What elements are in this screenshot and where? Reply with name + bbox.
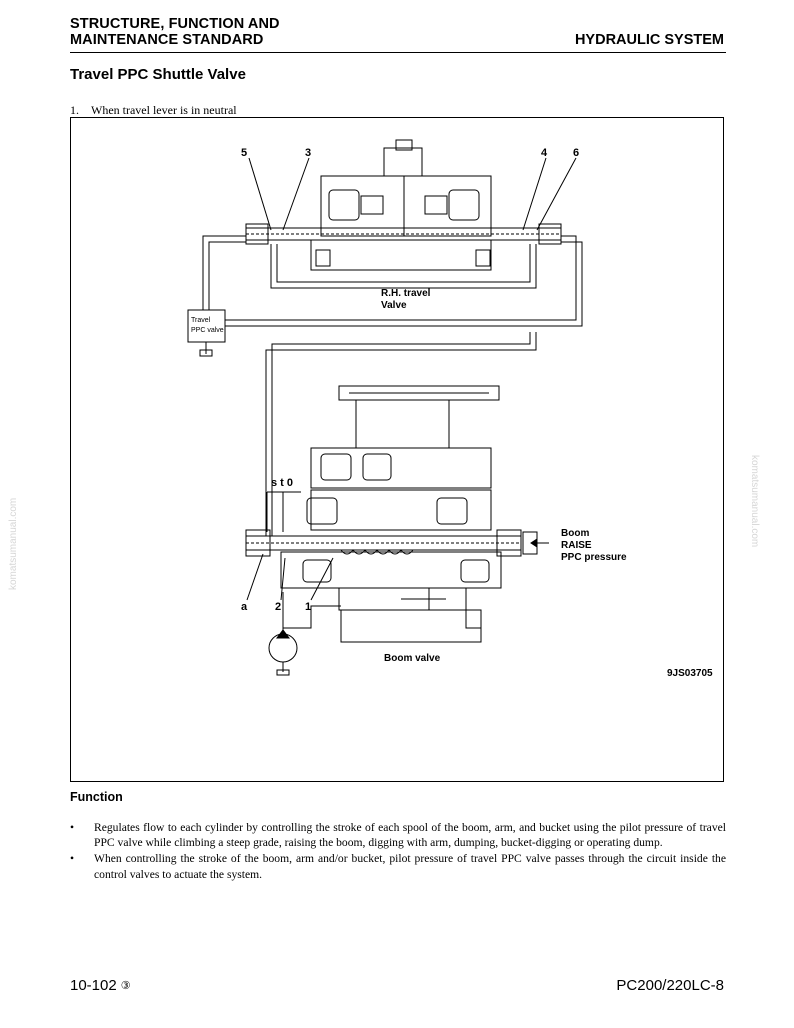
boom-cylinder-rod bbox=[338, 385, 500, 401]
boom-valve-base bbox=[340, 609, 482, 643]
diagram-svg: 5 3 4 6 R.H. travel Valve Travel PPC val… bbox=[187, 139, 713, 679]
stroke-label: s t 0 bbox=[271, 477, 293, 489]
upper-valve-lower-body bbox=[310, 239, 492, 271]
pilot-line-b2 bbox=[225, 241, 583, 327]
watermark-right: komatsumanual.com bbox=[749, 455, 760, 548]
page-number-text: 10-102 bbox=[70, 977, 117, 994]
boom-valve-upper-left-chamber bbox=[320, 453, 352, 481]
header-rule bbox=[70, 52, 726, 53]
callout-4-leader bbox=[522, 157, 547, 231]
upper-valve-right-port bbox=[424, 195, 448, 215]
bullet-item: • When controlling the stroke of the boo… bbox=[70, 851, 726, 881]
travel-ppc-label-1: Travel bbox=[191, 317, 211, 324]
upper-spool-left-cap bbox=[245, 223, 269, 245]
pilot-line-c1 bbox=[270, 244, 537, 289]
callout-5: 5 bbox=[241, 147, 247, 159]
pilot-line-a2 bbox=[208, 241, 246, 310]
callout-1: 1 bbox=[305, 601, 311, 613]
boom-raise-label-1: Boom bbox=[561, 528, 589, 539]
callout-2: 2 bbox=[275, 601, 281, 613]
pump-supply-line bbox=[283, 605, 341, 629]
callout-5-leader bbox=[248, 157, 272, 231]
figure-caption: 1. When travel lever is in neutral bbox=[70, 103, 237, 117]
pilot-line-d2 bbox=[271, 332, 531, 536]
watermark-left: komatsumanual.com bbox=[8, 497, 19, 590]
callout-3-leader bbox=[282, 157, 310, 231]
header-line-2: MAINTENANCE STANDARD bbox=[70, 32, 264, 48]
boom-raise-label-2: RAISE bbox=[561, 540, 592, 551]
boom-spool-spring bbox=[340, 549, 414, 555]
upper-valve-left-chamber bbox=[328, 189, 360, 221]
boom-valve-mid-right-chamber bbox=[436, 497, 468, 525]
pump-arrow bbox=[276, 629, 290, 639]
hydraulic-diagram: 5 3 4 6 R.H. travel Valve Travel PPC val… bbox=[70, 117, 724, 782]
callout-3: 3 bbox=[305, 147, 311, 159]
callout-4: 4 bbox=[541, 147, 548, 159]
callout-1-leader bbox=[310, 557, 334, 601]
travel-ppc-valve-box bbox=[187, 309, 226, 343]
callout-2-leader bbox=[280, 557, 286, 601]
upper-valve-left-port bbox=[360, 195, 384, 215]
upper-spool-right-cap bbox=[538, 223, 562, 245]
page-title: Travel PPC Shuttle Valve bbox=[70, 66, 246, 83]
bullet-symbol: • bbox=[70, 852, 75, 866]
boom-valve-lower-right-chamber bbox=[460, 559, 490, 583]
bullet-item: • Regulates flow to each cylinder by con… bbox=[70, 820, 726, 850]
boom-spool-right-cap bbox=[496, 529, 522, 557]
figure-code: 9JS03705 bbox=[667, 668, 713, 679]
travel-ppc-label-2: PPC valve bbox=[191, 327, 224, 334]
upper-lower-port-left bbox=[315, 249, 331, 267]
rh-travel-label-1: R.H. travel bbox=[381, 288, 431, 299]
ppc-tank-symbol bbox=[199, 349, 213, 357]
pump-tank bbox=[276, 669, 290, 676]
boom-valve-upper-body bbox=[310, 447, 492, 489]
boom-spool-left-cap bbox=[245, 529, 271, 557]
revision-mark: ③ bbox=[120, 980, 131, 992]
header-chapter: HYDRAULIC SYSTEM bbox=[574, 32, 724, 48]
model-number: PC200/220LC-8 bbox=[616, 977, 724, 994]
pilot-line-d1 bbox=[265, 332, 537, 536]
boom-valve-middle-body bbox=[310, 489, 492, 531]
boom-valve-upper-mid-chamber bbox=[362, 453, 392, 481]
function-bullet-list: • Regulates flow to each cylinder by con… bbox=[70, 820, 726, 883]
header-line-1: STRUCTURE, FUNCTION AND bbox=[70, 16, 280, 32]
boom-valve-lower-body bbox=[280, 551, 502, 589]
bullet-text: When controlling the stroke of the boom,… bbox=[94, 852, 726, 881]
boom-valve-return-line bbox=[465, 588, 481, 629]
upper-lower-port-right bbox=[475, 249, 491, 267]
header-section-title: STRUCTURE, FUNCTION AND MAINTENANCE STAN… bbox=[70, 16, 280, 48]
boom-valve-label: Boom valve bbox=[384, 653, 441, 664]
upper-valve-cap bbox=[395, 139, 413, 151]
boom-valve-lower-left-chamber bbox=[302, 559, 332, 583]
callout-a: a bbox=[241, 601, 248, 613]
callout-a-leader bbox=[246, 553, 264, 601]
boom-raise-label-3: PPC pressure bbox=[561, 552, 627, 563]
pilot-line-c2 bbox=[276, 244, 531, 283]
upper-valve-body bbox=[320, 175, 492, 237]
callout-6: 6 bbox=[573, 147, 579, 159]
callout-6-leader bbox=[536, 157, 577, 231]
bullet-symbol: • bbox=[70, 821, 75, 834]
function-heading: Function bbox=[70, 790, 123, 804]
upper-valve-top-block bbox=[383, 147, 423, 177]
pilot-line-b1 bbox=[225, 235, 577, 321]
pilot-line-a1 bbox=[202, 235, 246, 310]
boom-valve-mid-left-chamber bbox=[306, 497, 338, 525]
rh-travel-label-2: Valve bbox=[381, 300, 407, 311]
boom-raise-arrow-head bbox=[530, 538, 538, 548]
upper-valve-right-chamber bbox=[448, 189, 480, 221]
bullet-text: Regulates flow to each cylinder by contr… bbox=[94, 821, 726, 850]
